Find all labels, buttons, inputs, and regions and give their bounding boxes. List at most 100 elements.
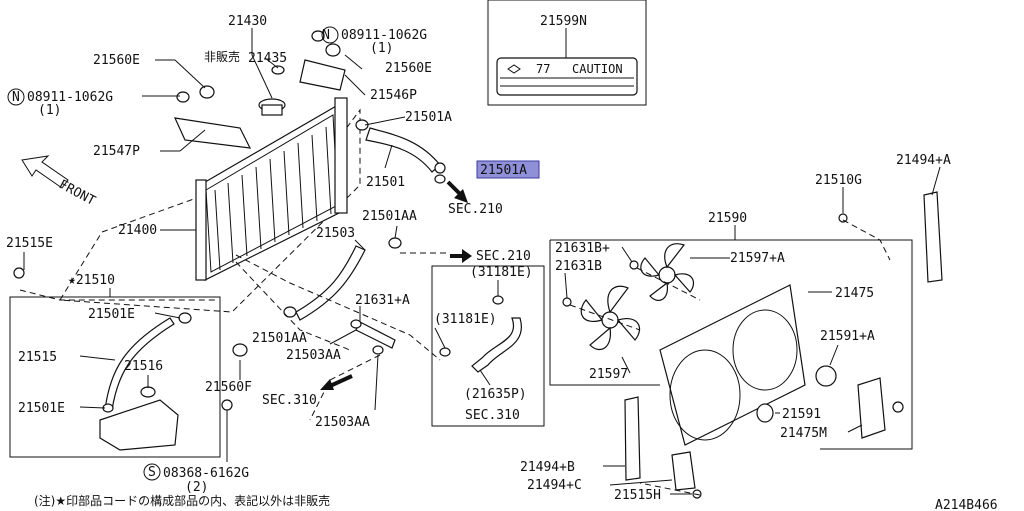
mount-bracket-right[interactable] xyxy=(299,30,346,91)
label-21631A-mid[interactable]: 21631+A xyxy=(355,293,410,308)
clip-21515E[interactable] xyxy=(13,267,25,279)
label-31181E-b[interactable]: (31181E) xyxy=(434,312,497,327)
label-front: FRONT xyxy=(56,177,98,209)
leader xyxy=(79,406,106,409)
label-08368-qty: (2) xyxy=(185,480,208,495)
label-sec310-b[interactable]: SEC.310 xyxy=(262,393,317,408)
label-21515[interactable]: 21515 xyxy=(18,350,57,365)
label-21560F[interactable]: 21560F xyxy=(205,380,252,395)
label-21591[interactable]: 21591 xyxy=(782,407,821,422)
label-31181E-a[interactable]: (31181E) xyxy=(470,265,533,280)
dashed-guide-2 xyxy=(235,261,351,351)
dashed-guide-5 xyxy=(842,219,891,261)
reservoir-tank[interactable] xyxy=(99,312,192,451)
caution-number: 77 xyxy=(536,62,550,76)
fan-blade-a[interactable] xyxy=(640,243,695,301)
bracket-21475M[interactable] xyxy=(857,377,886,439)
label-21560E-left[interactable]: 21560E xyxy=(93,53,140,68)
oil-cooler-hose-box xyxy=(431,265,545,427)
sec210-arrow-b[interactable] xyxy=(450,249,472,263)
screw-08368[interactable] xyxy=(221,399,233,411)
mount-bracket-left[interactable] xyxy=(173,85,252,149)
label-21599N[interactable]: 21599N xyxy=(540,14,587,29)
label-08911-top-qty: (1) xyxy=(370,41,393,56)
label-21547P[interactable]: 21547P xyxy=(93,144,140,159)
label-21494C[interactable]: 21494+C xyxy=(527,478,582,493)
label-sec210-a[interactable]: SEC.210 xyxy=(448,202,503,217)
label-21501AA-mid[interactable]: 21501AA xyxy=(252,331,307,346)
reservoir-box xyxy=(9,296,221,458)
label-21510[interactable]: ★21510 xyxy=(68,273,115,288)
n-mark-text-left: N xyxy=(12,90,20,105)
label-21501[interactable]: 21501 xyxy=(366,175,405,190)
fan-blade-b[interactable] xyxy=(580,285,640,350)
lower-hose[interactable] xyxy=(283,237,402,321)
label-21475[interactable]: 21475 xyxy=(835,286,874,301)
label-21597A[interactable]: 21597+A xyxy=(730,251,785,266)
label-21597[interactable]: 21597 xyxy=(589,367,628,382)
label-21631B-plus[interactable]: 21631B+ xyxy=(555,241,610,256)
label-08368[interactable]: 08368-6162G xyxy=(163,466,249,481)
small-hose[interactable] xyxy=(350,319,396,355)
label-sec310-a[interactable]: SEC.310 xyxy=(465,408,520,423)
fan-motor-21591A[interactable] xyxy=(815,365,837,387)
label-21631B[interactable]: 21631B xyxy=(555,259,602,274)
label-21591A[interactable]: 21591+A xyxy=(820,329,875,344)
clamp-21501A[interactable] xyxy=(434,174,446,184)
label-21546P[interactable]: 21546P xyxy=(370,88,417,103)
fan-motor-21591[interactable] xyxy=(756,403,774,423)
label-21503[interactable]: 21503 xyxy=(316,226,355,241)
label-21430[interactable]: 21430 xyxy=(228,14,267,29)
nut-21631B-plus[interactable] xyxy=(629,260,639,270)
label-21590[interactable]: 21590 xyxy=(708,211,747,226)
leader xyxy=(174,59,206,89)
upper-hose[interactable] xyxy=(355,119,446,174)
label-21515H[interactable]: 21515H xyxy=(614,488,661,503)
label-21501E-b[interactable]: 21501E xyxy=(18,401,65,416)
oil-cooler-hose[interactable] xyxy=(439,295,523,373)
label-08911-left[interactable]: 08911-1062G xyxy=(27,90,113,105)
leader xyxy=(479,369,491,386)
label-21501AA-top[interactable]: 21501AA xyxy=(362,209,417,224)
nut-21631B[interactable] xyxy=(562,297,572,307)
leader xyxy=(931,166,941,196)
label-21400[interactable]: 21400 xyxy=(118,223,157,238)
leader xyxy=(609,479,673,486)
radiator-core[interactable] xyxy=(195,97,348,281)
label-21475M[interactable]: 21475M xyxy=(780,426,827,441)
label-21501A-top[interactable]: 21501A xyxy=(405,110,452,125)
leader xyxy=(621,356,631,374)
label-21503AA-a[interactable]: 21503AA xyxy=(286,348,341,363)
label-21501A-highlighted[interactable]: 21501A xyxy=(480,163,527,178)
leader xyxy=(564,272,568,299)
sec310-arrow[interactable] xyxy=(320,374,353,390)
seal-21494B[interactable] xyxy=(624,396,641,481)
label-21494B[interactable]: 21494+B xyxy=(520,460,575,475)
dashed-guide-3 xyxy=(309,354,381,421)
label-sec210-b[interactable]: SEC.210 xyxy=(476,249,531,264)
label-21560E-right[interactable]: 21560E xyxy=(385,61,432,76)
leader xyxy=(374,354,379,411)
label-21494A[interactable]: 21494+A xyxy=(896,153,951,168)
bolt-21510G[interactable] xyxy=(838,213,848,223)
leader xyxy=(621,246,633,263)
leader xyxy=(364,116,406,126)
label-08911-top[interactable]: 08911-1062G xyxy=(341,28,427,43)
mount-21560F[interactable] xyxy=(232,343,248,357)
label-21435[interactable]: 21435 xyxy=(248,51,287,66)
label-21501E-a[interactable]: 21501E xyxy=(88,307,135,322)
label-21515E[interactable]: 21515E xyxy=(6,236,53,251)
fan-shroud[interactable] xyxy=(659,284,806,446)
seal-21494A[interactable] xyxy=(923,191,943,283)
highlight-21501A[interactable] xyxy=(476,160,540,179)
caution-label[interactable] xyxy=(496,57,638,96)
seal-21494C[interactable] xyxy=(671,451,696,491)
n-mark-icon xyxy=(321,26,339,44)
sec210-arrow-a[interactable] xyxy=(446,180,468,203)
label-21510G[interactable]: 21510G xyxy=(815,173,862,188)
radiator-cap[interactable] xyxy=(258,65,286,116)
label-21503AA-b[interactable]: 21503AA xyxy=(315,415,370,430)
label-21516[interactable]: 21516 xyxy=(124,359,163,374)
label-21635P[interactable]: (21635P) xyxy=(464,387,527,402)
nut-21475[interactable] xyxy=(892,401,904,413)
